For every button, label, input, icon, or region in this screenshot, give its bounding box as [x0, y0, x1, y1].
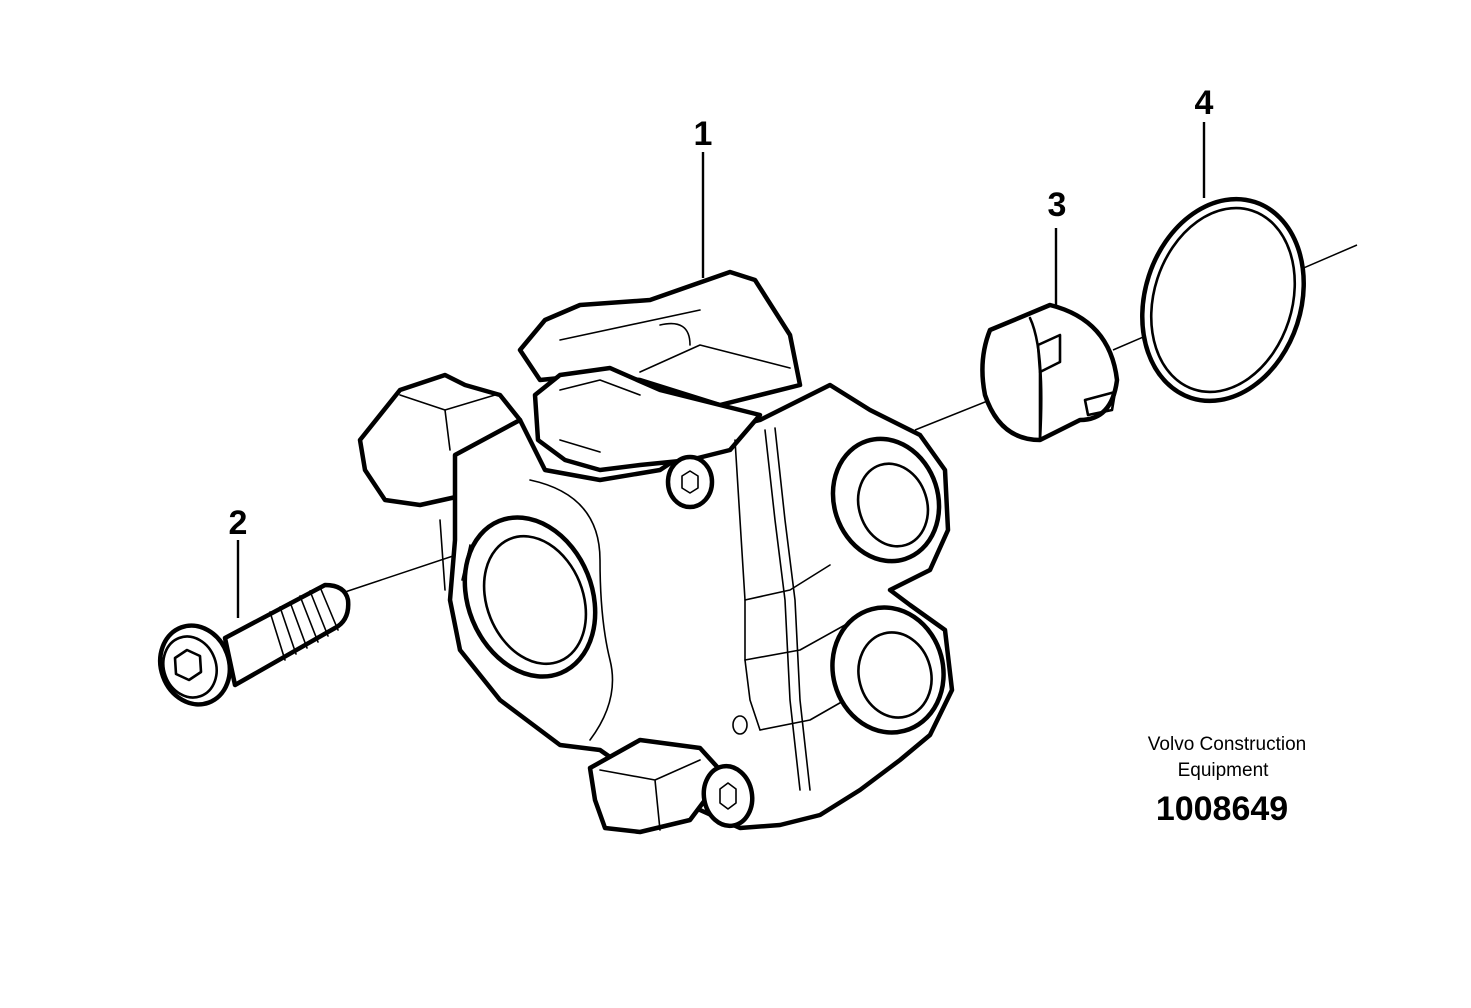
slotted-insert: [980, 302, 1120, 443]
credit-line-2: Equipment: [1178, 760, 1270, 781]
callout-3: 3: [1048, 186, 1067, 224]
leader-lines: [236, 122, 1206, 618]
callout-1: 1: [694, 115, 713, 153]
cap-screw: [157, 582, 351, 707]
callout-4: 4: [1195, 84, 1214, 122]
credit-line-1: Volvo Construction: [1148, 734, 1306, 755]
document-number: 1008649: [1156, 790, 1288, 828]
pump-housing: [357, 269, 955, 835]
callout-2: 2: [229, 504, 248, 542]
o-ring: [1140, 196, 1306, 404]
